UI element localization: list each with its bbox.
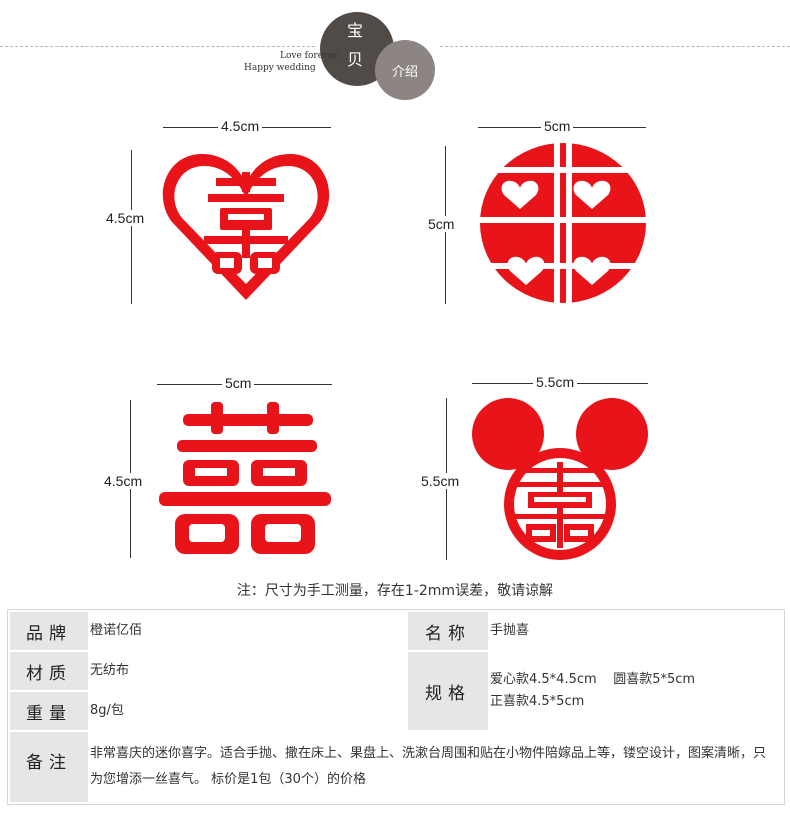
header-title-line1: 宝 bbox=[347, 21, 364, 40]
spec-value: 爱心款4.5*4.5cm 圆喜款5*5cm 正喜款4.5*5cm bbox=[488, 650, 784, 732]
spec-value-line-2: 正喜款4.5*5cm bbox=[490, 694, 585, 709]
spec-table: 品牌 橙诺亿佰 名称 手抛喜 材质 无纺布 规格 爱心款4.5*4.5cm 圆喜… bbox=[8, 610, 784, 804]
width-label: 5cm bbox=[541, 118, 574, 134]
height-dimension-line bbox=[131, 150, 132, 304]
product-name-label: 名称 bbox=[406, 610, 490, 652]
measurement-note: 注：尺寸为手工测量，存在1-2mm误差，敬请谅解 bbox=[236, 583, 554, 599]
plain-double-happiness-sticker bbox=[159, 402, 331, 554]
product-name-value: 手抛喜 bbox=[488, 610, 784, 652]
height-label: 4.5cm bbox=[106, 210, 145, 226]
width-label: 5cm bbox=[222, 375, 255, 391]
weight-value: 8g/包 bbox=[88, 690, 408, 732]
header-subtitle-circle: 介绍 bbox=[375, 40, 435, 100]
width-label: 5.5cm bbox=[533, 374, 578, 390]
brand-value: 橙诺亿佰 bbox=[88, 610, 408, 652]
header-tagline-1: Love forever bbox=[280, 51, 338, 61]
weight-label: 重量 bbox=[8, 690, 90, 732]
header-title-line2: 贝 bbox=[347, 50, 364, 69]
width-label: 4.5cm bbox=[218, 118, 263, 134]
header-subtitle: 介绍 bbox=[391, 64, 418, 80]
round-double-happiness-sticker bbox=[480, 143, 646, 303]
brand-label: 品牌 bbox=[8, 610, 90, 652]
height-label: 4.5cm bbox=[104, 473, 143, 489]
header-tagline-2: Happy wedding bbox=[244, 63, 316, 73]
height-label: 5cm bbox=[428, 216, 455, 232]
material-label: 材质 bbox=[8, 650, 90, 692]
mickey-double-happiness-sticker bbox=[472, 398, 648, 560]
remark-value: 非常喜庆的迷你喜字。适合手抛、撒在床上、果盘上、洗漱台周围和贴在小物件陪嫁品上等… bbox=[88, 730, 784, 804]
spec-value-line-1: 爱心款4.5*4.5cm 圆喜款5*5cm bbox=[490, 672, 696, 687]
header-divider-right bbox=[440, 46, 790, 47]
material-value: 无纺布 bbox=[88, 650, 408, 692]
spec-label: 规格 bbox=[406, 650, 490, 732]
header-divider-left bbox=[0, 46, 315, 47]
remark-label: 备注 bbox=[8, 730, 90, 804]
height-label: 5.5cm bbox=[421, 473, 460, 489]
heart-double-happiness-sticker bbox=[162, 154, 330, 300]
